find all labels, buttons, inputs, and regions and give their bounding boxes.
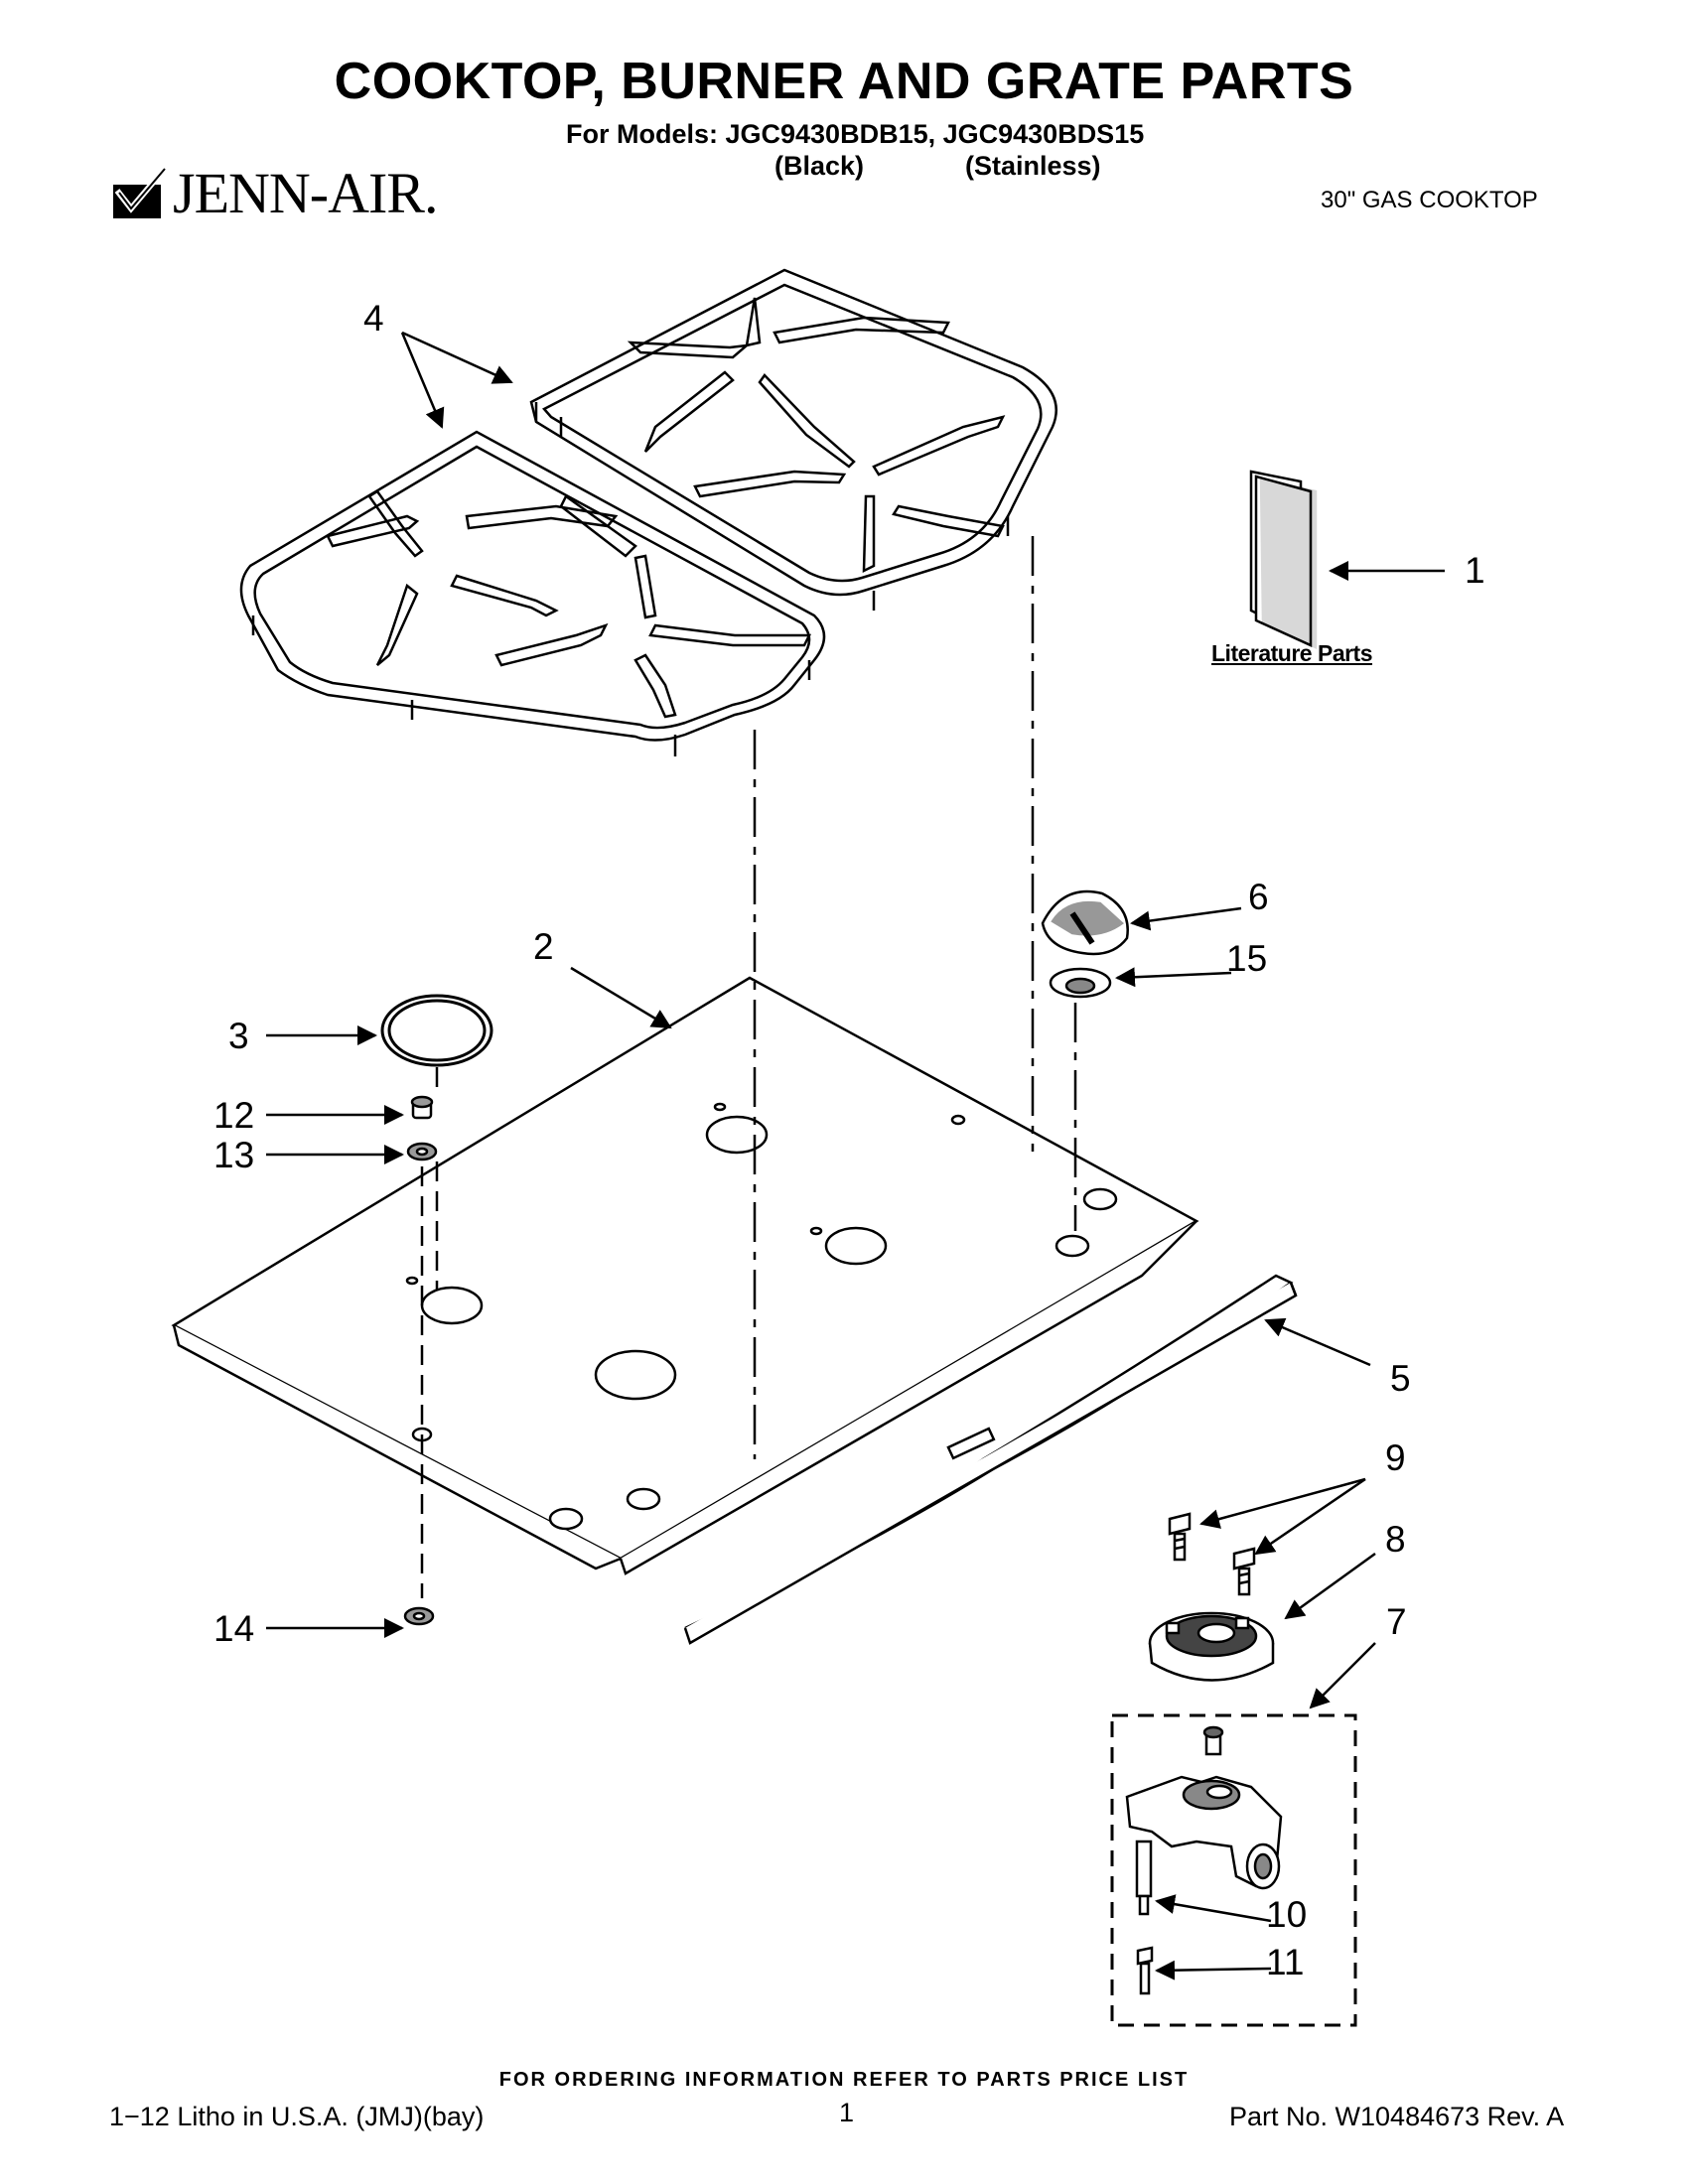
finish-stainless: (Stainless) [965,151,1101,181]
finish-black: (Black) [774,151,865,181]
arrow-11 [1155,1960,1272,1980]
brand-mark-icon [113,168,166,218]
arrow-9a [1199,1477,1366,1529]
callout-11: 11 [1266,1942,1305,1982]
litho-info: 1−12 Litho in U.S.A. (JMJ)(bay) [109,2102,485,2131]
burner-base [1148,1611,1275,1682]
brand-logo: JENN-AIR. [111,159,548,228]
product-type: 30" GAS COOKTOP [1321,187,1538,213]
models-line: For Models: JGC9430BDB15, JGC9430BDS15 [566,119,1145,149]
callout-3: 3 [228,1016,249,1056]
small-fitting-12 [410,1095,434,1120]
callout-6: 6 [1248,877,1269,917]
literature-parts-label: Literature Parts [1211,640,1373,666]
literature-parts-book [1249,470,1318,649]
callout-1: 1 [1465,550,1485,591]
part-number: Part No. W10484673 Rev. A [1229,2102,1565,2131]
grate-right [529,268,1057,611]
arrow-5 [1264,1317,1371,1367]
arrow-9b [1254,1477,1366,1556]
arrow-15 [1115,967,1232,988]
arrow-8 [1284,1552,1376,1620]
callout-2: 2 [533,926,554,967]
arrow-4b [400,332,445,429]
callout-14: 14 [213,1608,255,1649]
arrow-4a [401,331,513,384]
knob-seal [1049,967,1112,999]
burner-grommet [380,994,493,1067]
callout-4: 4 [363,298,384,339]
valve-assembly [1125,1725,1283,1995]
page-number: 1 [839,2098,855,2127]
ordering-note: FOR ORDERING INFORMATION REFER TO PARTS … [498,2069,1190,2091]
small-washer-14 [403,1606,435,1626]
arrow-10 [1155,1894,1272,1923]
brand-name: JENN-AIR. [173,161,438,225]
screw-9a [1168,1512,1192,1562]
screw-9b [1232,1547,1256,1596]
small-washer-13 [406,1142,438,1161]
front-trim-strip [683,1274,1298,1645]
callout-10: 10 [1266,1894,1308,1935]
callout-7: 7 [1386,1601,1407,1642]
arrow-6 [1130,906,1242,931]
arrow-7 [1309,1642,1376,1709]
callout-8: 8 [1385,1519,1406,1560]
arrow-2 [570,966,672,1029]
control-knob [1041,889,1129,956]
valve-assembly-group-box [1110,1713,1357,2027]
callout-12: 12 [213,1095,255,1136]
page-title: COOKTOP, BURNER AND GRATE PARTS [334,53,1354,110]
grate-left [239,430,826,756]
callout-15: 15 [1226,938,1268,979]
cooktop-glass [171,976,1199,1575]
callout-5: 5 [1390,1358,1411,1399]
callout-9: 9 [1385,1437,1406,1478]
callout-13: 13 [213,1135,255,1175]
